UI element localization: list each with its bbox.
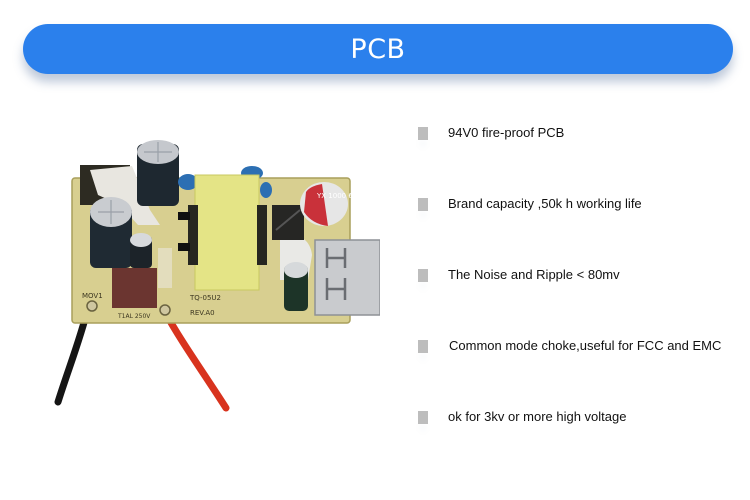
square-bullet-icon [418,411,428,424]
product-image: YX 1000 6.3V MOV1 TQ-05U2 REV.A0 T1AL 25… [40,130,381,420]
capacitor-label: YX 1000 6.3V [316,192,364,200]
feature-text: Common mode choke,useful for FCC and EMC [449,338,722,353]
board-code-label: TQ-05U2 [189,294,221,302]
feature-item: The Noise and Ripple < 80mv [418,266,748,337]
mov-label: MOV1 [82,292,103,300]
feature-text: 94V0 fire-proof PCB [448,125,565,140]
feature-item: Common mode choke,useful for FCC and EMC [418,337,748,408]
fuse-label: T1AL 250V [117,313,151,320]
header-bar: PCB [23,24,733,74]
feature-item: 94V0 fire-proof PCB [418,124,748,195]
square-bullet-icon [418,127,428,140]
page-title: PCB [350,33,406,65]
feature-text: Brand capacity ,50k h working life [448,196,642,211]
square-bullet-icon [418,198,428,211]
feature-list: 94V0 fire-proof PCB Brand capacity ,50k … [418,124,748,479]
pcb-illustration: YX 1000 6.3V MOV1 TQ-05U2 REV.A0 T1AL 25… [54,140,381,412]
feature-text: The Noise and Ripple < 80mv [448,267,620,282]
feature-item: ok for 3kv or more high voltage [418,408,748,479]
square-bullet-icon [418,340,428,353]
square-bullet-icon [418,269,428,282]
board-revision-label: REV.A0 [190,309,215,317]
feature-item: Brand capacity ,50k h working life [418,195,748,266]
feature-text: ok for 3kv or more high voltage [448,409,627,424]
